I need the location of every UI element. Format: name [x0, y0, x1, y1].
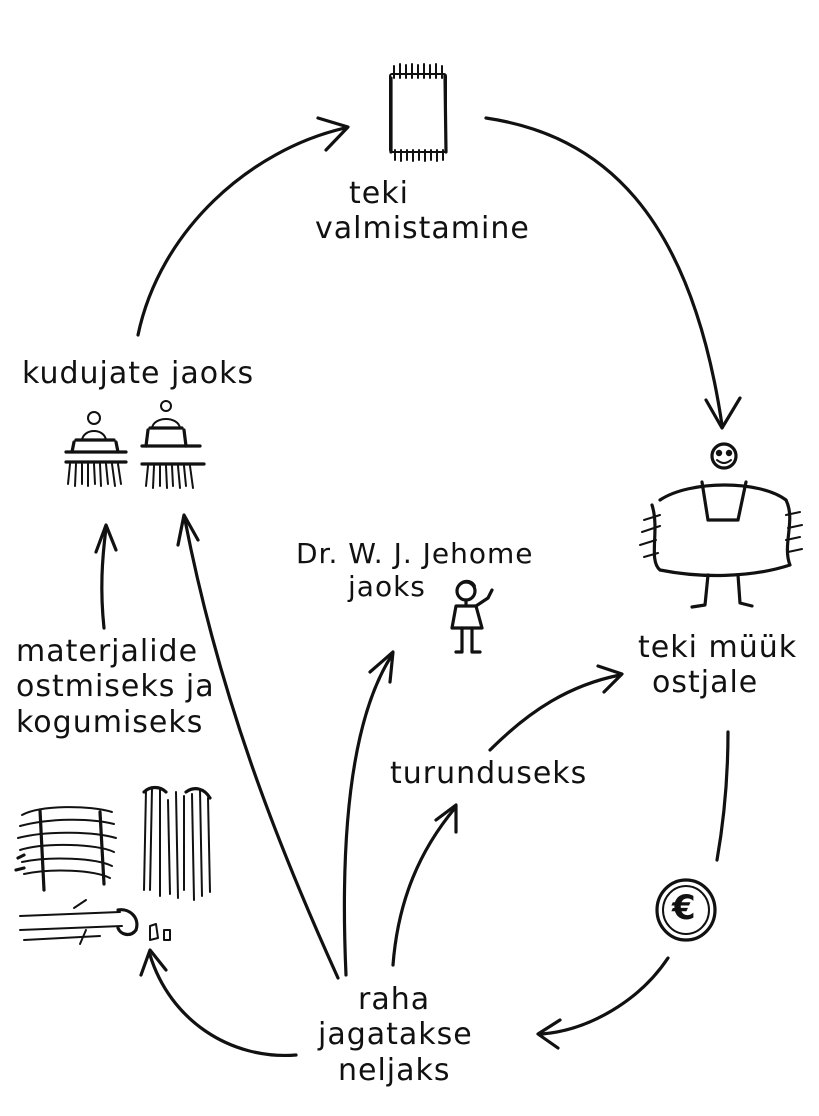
node-blanket-sale-line1: teki müük — [638, 630, 798, 665]
node-blanket-making-line2: valmistamine — [315, 211, 530, 247]
buyer-holding-blanket-icon — [639, 442, 803, 609]
doctor-figure-icon — [450, 579, 494, 654]
node-marketing: turunduseks — [390, 756, 587, 791]
weavers-at-looms-icon — [64, 400, 206, 489]
node-doctor: Dr. W. J. Jehome jaoks — [296, 537, 534, 603]
arrow-marketing-to-sale — [488, 664, 624, 752]
node-doctor-line1: Dr. W. J. Jehome — [296, 537, 534, 570]
node-materials: materjalide ostmiseks ja kogumiseks — [16, 634, 215, 740]
node-weavers: kudujate jaoks — [22, 356, 254, 391]
node-marketing-line1: turunduseks — [390, 756, 588, 791]
arrow-split-to-materials — [139, 948, 298, 1058]
arrow-making-to-sale — [484, 116, 742, 430]
node-materials-line2: ostmiseks ja — [16, 669, 215, 705]
arrow-split-to-weavers — [176, 513, 340, 980]
node-money-split-line2: jagatakse — [318, 1017, 473, 1053]
node-blanket-sale: teki müük ostjale — [638, 630, 797, 701]
arrow-materials-to-weavers — [94, 523, 118, 630]
node-blanket-making: teki valmistamine — [315, 176, 530, 247]
euro-symbol: € — [672, 888, 696, 928]
node-money-split-line1: raha — [358, 982, 431, 1017]
arrow-split-to-marketing — [391, 803, 458, 967]
euro-coin-icon — [655, 878, 717, 942]
node-materials-line3: kogumiseks — [16, 704, 204, 740]
node-doctor-line2: jaoks — [348, 570, 426, 604]
node-money-split-line3: neljaks — [338, 1052, 451, 1088]
node-blanket-sale-line2: ostjale — [652, 665, 759, 701]
arrow-coin-to-split — [536, 956, 670, 1050]
node-blanket-making-line1: teki — [349, 176, 409, 211]
arrow-split-to-doctor — [342, 650, 395, 977]
blanket-icon — [389, 63, 448, 162]
node-weavers-line1: kudujate jaoks — [22, 356, 255, 391]
materials-bundles-icon — [14, 785, 212, 945]
arrow-sale-to-coin — [715, 730, 730, 862]
arrow-weavers-to-making — [136, 116, 350, 337]
node-materials-line1: materjalide — [16, 634, 199, 669]
node-money-split: raha jagatakse neljaks — [318, 982, 473, 1088]
